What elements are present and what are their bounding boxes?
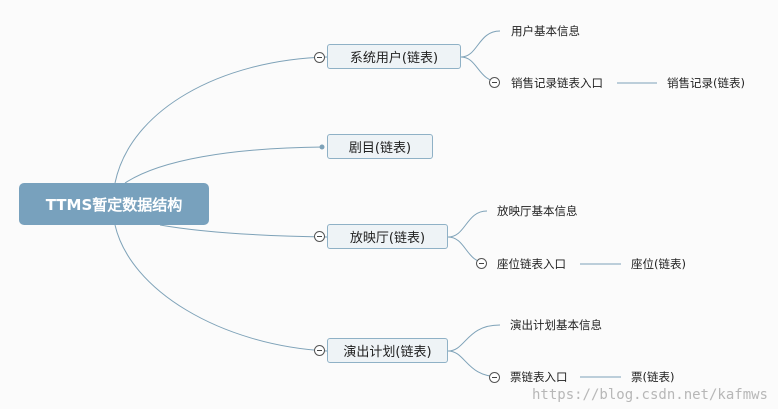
node-schedule[interactable]: 演出计划(链表)	[327, 338, 448, 363]
collapse-sales-icon[interactable]	[489, 77, 500, 88]
leaf-schedule-tickets-entry[interactable]: 票链表入口	[510, 370, 568, 384]
root-node[interactable]: TTMS暂定数据结构	[19, 183, 209, 225]
leaf-schedule-info[interactable]: 演出计划基本信息	[510, 318, 602, 332]
leaf-sales-list[interactable]: 销售记录(链表)	[667, 76, 745, 90]
plays-connector-dot	[319, 144, 325, 150]
node-users[interactable]: 系统用户(链表)	[327, 44, 461, 69]
leaf-halls-info[interactable]: 放映厅基本信息	[497, 204, 578, 218]
edge-schedule-info	[447, 324, 501, 352]
leaf-users-info[interactable]: 用户基本信息	[511, 24, 580, 38]
edge-root-plays	[124, 146, 324, 184]
node-plays[interactable]: 剧目(链表)	[327, 134, 433, 159]
leaf-users-sales-entry[interactable]: 销售记录链表入口	[511, 76, 603, 90]
edge-root-users	[114, 56, 328, 184]
edge-root-schedule	[114, 224, 328, 352]
leaf-tickets-list[interactable]: 票(链表)	[631, 370, 675, 384]
leaf-seats-list[interactable]: 座位(链表)	[631, 257, 686, 271]
leaf-halls-seats-entry[interactable]: 座位链表入口	[497, 257, 566, 271]
collapse-users-icon[interactable]	[314, 52, 325, 63]
collapse-seats-icon[interactable]	[476, 258, 487, 269]
collapse-halls-icon[interactable]	[314, 231, 325, 242]
collapse-tickets-icon[interactable]	[489, 372, 500, 383]
edge-users-info	[460, 30, 501, 58]
edge-root-halls	[159, 224, 328, 238]
node-halls[interactable]: 放映厅(链表)	[327, 224, 448, 249]
watermark: https://blog.csdn.net/kafmws	[531, 387, 768, 403]
collapse-schedule-icon[interactable]	[314, 345, 325, 356]
edge-halls-info	[447, 210, 488, 238]
